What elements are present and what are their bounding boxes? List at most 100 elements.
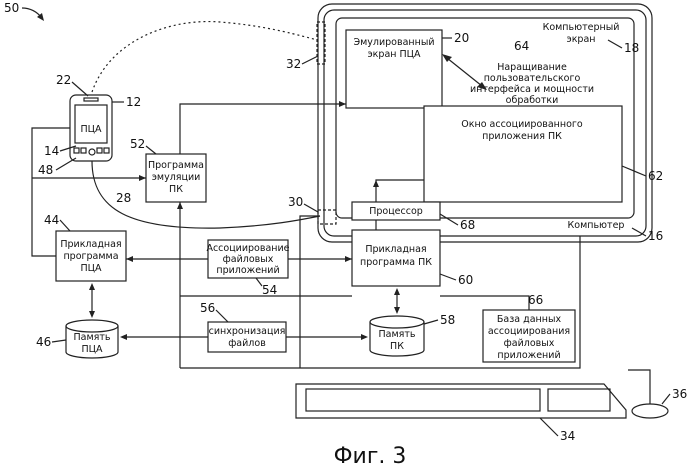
ref-36: 36	[672, 387, 687, 401]
pda-button	[97, 148, 102, 153]
arrowhead	[339, 101, 346, 107]
assoc-db-label-4: приложений	[497, 350, 560, 361]
leader-line	[440, 214, 458, 225]
pda-memory-label-2: ПЦА	[81, 344, 103, 355]
ref-50: 50	[4, 1, 19, 15]
ref-30: 30	[288, 195, 303, 209]
file-sync-label-2: файлов	[228, 338, 266, 349]
leader-line	[304, 204, 318, 212]
leader-line	[216, 310, 228, 322]
leader-line	[662, 394, 670, 404]
enhancement-double-arrow	[447, 58, 482, 86]
connector	[376, 180, 424, 202]
enhancement-label-3: интерфейса и мощности	[470, 84, 594, 95]
ref-62: 62	[648, 169, 663, 183]
file-assoc-label-3: приложений	[216, 265, 279, 276]
ref-20: 20	[454, 31, 469, 45]
assoc-db-label-1: База данных	[497, 314, 562, 325]
leader-line	[146, 146, 156, 154]
ref-12: 12	[126, 95, 141, 109]
pda-app-label-2: программа	[63, 251, 118, 262]
pc-app-label-2: программа ПК	[360, 257, 432, 268]
ref-60: 60	[458, 273, 473, 287]
pda-button	[81, 148, 86, 153]
pda-speaker	[84, 98, 98, 101]
leader-line	[440, 274, 456, 280]
ref-56: 56	[200, 301, 215, 315]
keyboard-keys-area	[306, 389, 540, 411]
arrowhead	[177, 202, 183, 209]
pda-button	[74, 148, 79, 153]
ref-44: 44	[44, 213, 59, 227]
arrowhead	[345, 256, 352, 262]
file-sync-label-1: синхронизация	[209, 326, 286, 337]
ref-46: 46	[36, 335, 51, 349]
arrowhead	[394, 288, 400, 295]
file-assoc-label-1: Ассоциирование	[206, 243, 289, 254]
leader-line	[608, 40, 622, 48]
emulation-program-label-3: ПК	[169, 184, 183, 195]
emulation-program-label-2: эмуляции	[152, 172, 201, 183]
arrowhead	[139, 175, 146, 181]
ref-66: 66	[528, 293, 543, 307]
enhancement-label-2: пользовательского	[484, 73, 581, 84]
mouse	[632, 404, 668, 418]
leader-line	[56, 158, 76, 170]
pda-memory-top	[66, 320, 118, 332]
arrowhead	[126, 256, 133, 262]
figure-caption: Фиг. 3	[334, 444, 407, 469]
mouse-cord	[628, 370, 650, 404]
assoc-window-label-1: Окно ассоциированного	[461, 119, 583, 130]
enhancement-label-4: обработки	[506, 95, 559, 106]
assoc-db-label-2: ассоциирования	[488, 326, 570, 337]
connector	[180, 104, 346, 154]
ref-54: 54	[262, 283, 277, 297]
ref-58: 58	[440, 313, 455, 327]
leader-line	[540, 418, 558, 436]
leader-line	[302, 56, 318, 64]
leader-line	[256, 278, 262, 286]
computer-screen-label-1: Компьютерный	[543, 22, 620, 33]
pc-memory-top	[370, 316, 424, 328]
assoc-db-label-3: файловых	[504, 338, 555, 349]
emulated-screen-label-2: экран ПЦА	[367, 49, 421, 60]
ref-68: 68	[460, 218, 475, 232]
pc-app-label-1: Прикладная	[365, 244, 426, 255]
pda-memory-label-1: Память	[74, 332, 111, 343]
arrowhead	[89, 311, 95, 318]
ref-16: 16	[648, 229, 663, 243]
arrowhead	[373, 180, 379, 187]
arrowhead	[89, 283, 95, 290]
pda-app-label-3: ПЦА	[80, 263, 102, 274]
ref-18: 18	[624, 41, 639, 55]
arrowhead	[394, 307, 400, 314]
leader-line	[60, 220, 70, 231]
computer-label: Компьютер	[568, 220, 625, 231]
ref-14: 14	[44, 144, 59, 158]
leader-line	[52, 340, 66, 342]
file-assoc-label-2: файловых	[223, 254, 274, 265]
pc-memory-label-2: ПК	[390, 341, 404, 352]
ref-32: 32	[286, 57, 301, 71]
emulation-program-label-1: Программа	[148, 160, 204, 171]
pda-button	[104, 148, 109, 153]
processor-label: Процессор	[369, 206, 423, 217]
ref-64: 64	[514, 39, 529, 53]
ref-52: 52	[130, 137, 145, 151]
wireless-link-dotted	[92, 22, 318, 92]
ref-48: 48	[38, 163, 53, 177]
pda-label: ПЦА	[80, 124, 102, 135]
computer-screen-label-2: экран	[566, 34, 595, 45]
enhancement-label-1: Наращивание	[497, 62, 567, 73]
ref-28: 28	[116, 191, 131, 205]
ref-22: 22	[56, 73, 71, 87]
arrowhead	[120, 334, 127, 340]
arrowhead	[361, 334, 368, 340]
pda-button	[89, 149, 95, 155]
keyboard-numpad	[548, 389, 610, 411]
pc-memory-label-1: Память	[379, 329, 416, 340]
leader-line	[72, 82, 88, 96]
connector	[440, 296, 529, 310]
connector	[300, 216, 320, 368]
